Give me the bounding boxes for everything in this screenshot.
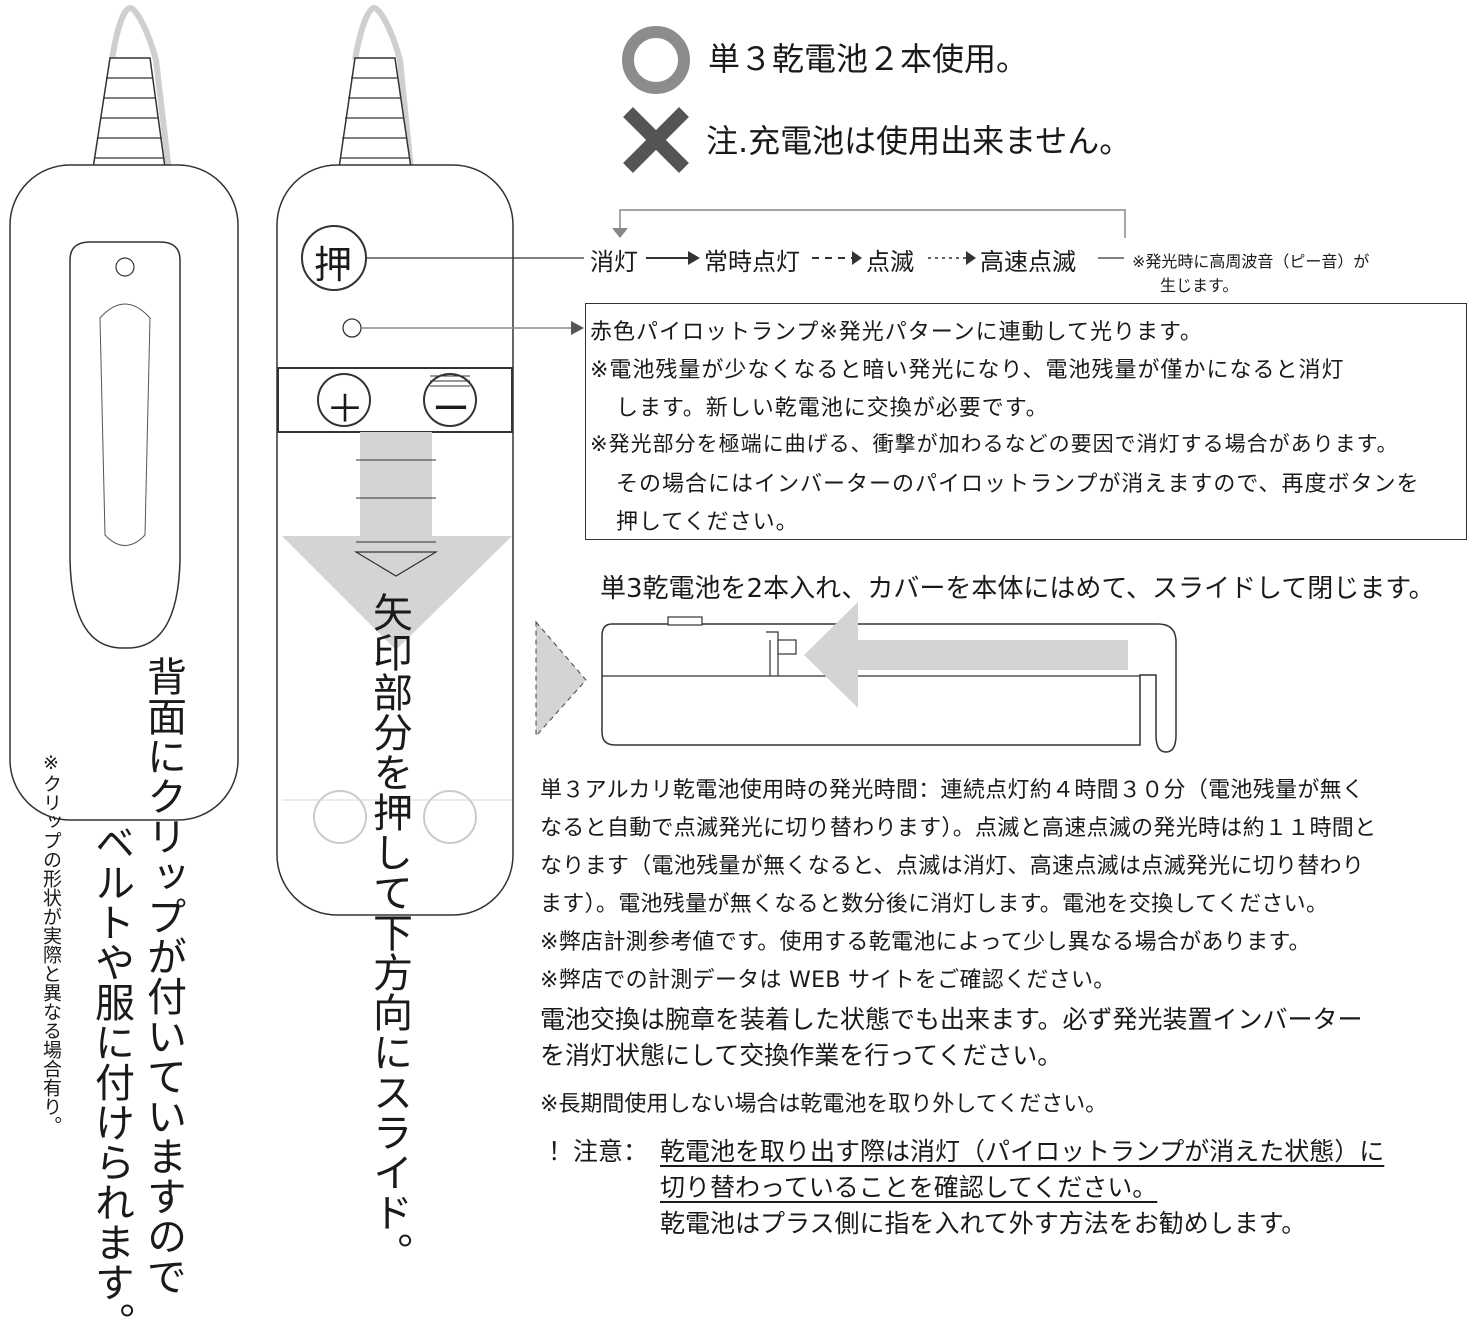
- slide-arrow-shaft: [360, 432, 432, 542]
- lamp-line-3: します。新しい乾電池に交換が必要です。: [616, 396, 1049, 421]
- plus-label: ＋: [326, 387, 365, 431]
- long-term-note: ※長期間使用しない場合は乾電池を取り外してください。: [540, 1092, 1108, 1117]
- cross-icon: [623, 107, 689, 173]
- mode-note-1: ※発光時に高周波音（ピー音）が: [1132, 252, 1370, 271]
- caution-label: ！注意：: [548, 1137, 649, 1166]
- slide-arrow-outline: [353, 551, 439, 577]
- lamp-line-4: ※発光部分を極端に曲げる、衝撃が加わるなどの要因で消灯する場合があります。: [590, 432, 1399, 456]
- slide-arrow-head: [282, 536, 512, 650]
- front-cord: [352, 4, 415, 181]
- faded-minus-terminal: [313, 790, 367, 844]
- runtime-line-4: ます）。電池残量が無くなると数分後に消灯します。電池を交換してください。: [540, 892, 1329, 917]
- plus-terminal: [317, 373, 371, 427]
- caution-line-2: 切り替わっていることを確認してください。: [660, 1168, 1157, 1204]
- lamp-line-6: 押してください。: [616, 510, 799, 535]
- mode-return-line: [619, 209, 1126, 238]
- clip-slot: [99, 303, 151, 546]
- runtime-line-3: なります（電池残量が無くなると、点滅は消灯、高速点滅は点滅発光に切り替わり: [540, 854, 1365, 879]
- battery-ok-text: 単３乾電池２本使用。: [708, 40, 1029, 78]
- pilot-lamp: [342, 318, 362, 338]
- side-view-indicator: [535, 620, 587, 738]
- minus-terminal: [423, 373, 477, 427]
- clip-shape-note: ※クリップの形状が実際と異なる場合有り。: [40, 752, 62, 1135]
- mode-note-2: 生じます。: [1160, 276, 1239, 295]
- mode-steady: 常時点灯: [704, 248, 800, 276]
- runtime-line-6: ※弊店での計測データは WEB サイトをご確認ください。: [540, 968, 1116, 993]
- pilot-lamp-info-box: 赤色パイロットランプ※発光パターンに連動して光ります。 ※電池残量が少なくなると…: [585, 303, 1467, 540]
- battery-ng-text: 注.充電池は使用出来ません。: [706, 122, 1132, 160]
- push-button-label: 押: [314, 243, 353, 287]
- caution-line-1: 乾電池を取り出す際は消灯（パイロットランプが消えた状態）に: [660, 1132, 1384, 1168]
- side-arrow-head: [804, 602, 858, 708]
- exchange-line-1: 電池交換は腕章を装着した状態でも出来ます。必ず発光装置インバーター: [540, 1005, 1363, 1034]
- caution-line-2-text: 切り替わっていることを確認してください。: [660, 1173, 1158, 1202]
- exchange-line-2: を消灯状態にして交換作業を行ってください。: [540, 1041, 1063, 1070]
- mode-fast-blink: 高速点滅: [980, 248, 1076, 276]
- lamp-line-1: 赤色パイロットランプ※発光パターンに連動して光ります。: [590, 320, 1203, 345]
- lamp-line-2: ※電池残量が少なくなると暗い発光になり、電池残量が僅かになると消灯: [590, 358, 1345, 383]
- runtime-line-5: ※弊店計測参考値です。使用する乾電池によって少し異なる場合があります。: [540, 930, 1311, 955]
- mode-blink: 点滅: [866, 248, 914, 276]
- back-clip-note-2: ベルトや服に付けられます。: [88, 822, 134, 1342]
- runtime-line-1: 単３アルカリ乾電池使用時の発光時間：連続点灯約４時間３０分（電池残量が無く: [540, 778, 1365, 803]
- mode-off: 消灯: [590, 248, 638, 276]
- device-illustration: [9, 4, 1177, 916]
- back-clip-note-1: 背面にクリップが付いていますので: [140, 656, 186, 1296]
- cover-instruction: 単3乾電池を2本入れ、カバーを本体にはめて、スライドして閉じます。: [600, 574, 1435, 604]
- back-cord: [109, 4, 173, 181]
- caution-line-3: 乾電池はプラス側に指を入れて外す方法をお勧めします。: [660, 1209, 1307, 1238]
- caution-line-1-text: 乾電池を取り出す際は消灯（パイロットランプが消えた状態）に: [660, 1137, 1385, 1166]
- slide-instruction: 矢印部分を押して下方向にスライド。: [366, 592, 412, 1272]
- clip-hole: [115, 257, 135, 277]
- lamp-line-5: その場合にはインバーターのパイロットランプが消えますので、再度ボタンを: [616, 472, 1420, 497]
- side-arrow-shaft: [852, 640, 1128, 670]
- faded-plus-terminal: [423, 790, 477, 844]
- minus-label: ー: [432, 387, 471, 431]
- runtime-line-2: なると自動で点滅発光に切り替わります）。点滅と高速点滅の発光時は約１１時間と: [540, 816, 1377, 841]
- circle-icon: [622, 26, 690, 94]
